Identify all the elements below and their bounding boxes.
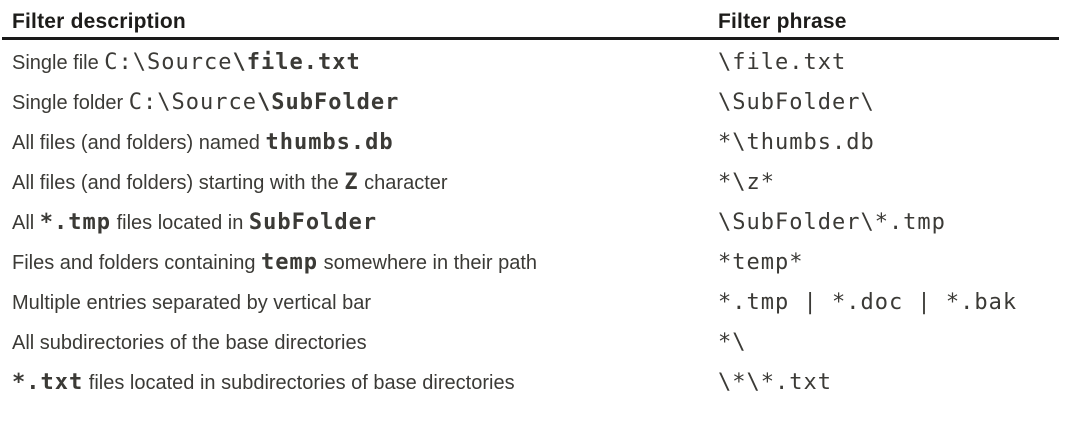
filter-description-cell: All *.tmp files located in SubFolder <box>12 203 718 245</box>
filter-phrase-code: \*\*.txt <box>718 370 832 395</box>
description-text: All subdirectories of the base directori… <box>12 332 367 354</box>
inline-code: C:\Source <box>104 50 233 75</box>
inline-code: *.tmp <box>39 210 112 235</box>
inline-code: thumbs.db <box>265 130 394 155</box>
table-row: All files (and folders) named thumbs.db*… <box>2 123 1059 163</box>
description-text: Single file <box>12 52 105 74</box>
table-row: All *.tmp files located in SubFolder\Sub… <box>2 203 1059 243</box>
inline-code: C:\Source <box>128 90 257 115</box>
filter-phrase-cell: *\ <box>718 323 1059 365</box>
description-text: All <box>12 212 40 234</box>
filter-phrase-code: *.tmp | *.doc | *.bak <box>718 290 1018 315</box>
table-row: Single file C:\Source\file.txt\file.txt <box>2 43 1059 83</box>
filter-description-cell: *.txt files located in subdirectories of… <box>12 363 718 405</box>
filter-phrase-code: *temp* <box>718 250 804 275</box>
inline-code: \file.txt <box>232 50 361 75</box>
filter-phrase-cell: \SubFolder\ <box>718 83 1059 125</box>
inline-code: Z <box>344 170 359 195</box>
filter-description-cell: All subdirectories of the base directori… <box>12 323 718 365</box>
filter-reference-table: Filter description Filter phrase Single … <box>2 0 1059 403</box>
filter-description-cell: Single folder C:\Source\SubFolder <box>12 83 718 125</box>
column-header-filter-description: Filter description <box>12 10 186 33</box>
description-text: All files (and folders) named <box>12 132 266 154</box>
description-text: Files and folders containing <box>12 252 262 274</box>
filter-phrase-cell: *\z* <box>718 163 1059 205</box>
description-text: All files (and folders) starting with th… <box>12 172 345 194</box>
inline-code: \SubFolder <box>256 90 400 115</box>
description-text: Multiple entries separated by vertical b… <box>12 292 372 314</box>
filter-phrase-code: *\thumbs.db <box>718 130 875 155</box>
table-row: Files and folders containing temp somewh… <box>2 243 1059 283</box>
description-text: files located in subdirectories of base … <box>83 372 515 394</box>
inline-code: temp <box>261 250 319 275</box>
filter-phrase-cell: *\thumbs.db <box>718 123 1059 165</box>
description-text: character <box>358 172 448 194</box>
filter-description-cell: All files (and folders) named thumbs.db <box>12 123 718 165</box>
filter-phrase-code: *\z* <box>718 170 775 195</box>
inline-code: SubFolder <box>248 210 378 235</box>
column-header-filter-phrase: Filter phrase <box>718 10 847 33</box>
filter-phrase-cell: *temp* <box>718 243 1059 285</box>
inline-code: *.txt <box>12 370 84 395</box>
table-header-row: Filter description Filter phrase <box>2 0 1059 40</box>
filter-phrase-code: *\ <box>718 330 747 355</box>
table-row: All subdirectories of the base directori… <box>2 323 1059 363</box>
description-text: Single folder <box>12 92 129 114</box>
filter-description-cell: Files and folders containing temp somewh… <box>12 243 718 285</box>
table-row: Single folder C:\Source\SubFolder\SubFol… <box>2 83 1059 123</box>
description-text: files located in <box>111 212 249 234</box>
filter-description-cell: Multiple entries separated by vertical b… <box>12 283 718 325</box>
filter-description-cell: Single file C:\Source\file.txt <box>12 43 718 85</box>
filter-phrase-code: \SubFolder\ <box>718 90 875 115</box>
table-row: All files (and folders) starting with th… <box>2 163 1059 203</box>
filter-phrase-code: \file.txt <box>718 50 847 75</box>
table-row: Multiple entries separated by vertical b… <box>2 283 1059 323</box>
description-text: somewhere in their path <box>318 252 538 274</box>
filter-phrase-cell: \SubFolder\*.tmp <box>718 203 1059 245</box>
table-row: *.txt files located in subdirectories of… <box>2 363 1059 403</box>
filter-phrase-cell: \file.txt <box>718 43 1059 85</box>
filter-phrase-cell: \*\*.txt <box>718 363 1059 405</box>
filter-description-cell: All files (and folders) starting with th… <box>12 163 718 205</box>
filter-phrase-cell: *.tmp | *.doc | *.bak <box>718 283 1059 325</box>
filter-phrase-code: \SubFolder\*.tmp <box>718 210 946 235</box>
